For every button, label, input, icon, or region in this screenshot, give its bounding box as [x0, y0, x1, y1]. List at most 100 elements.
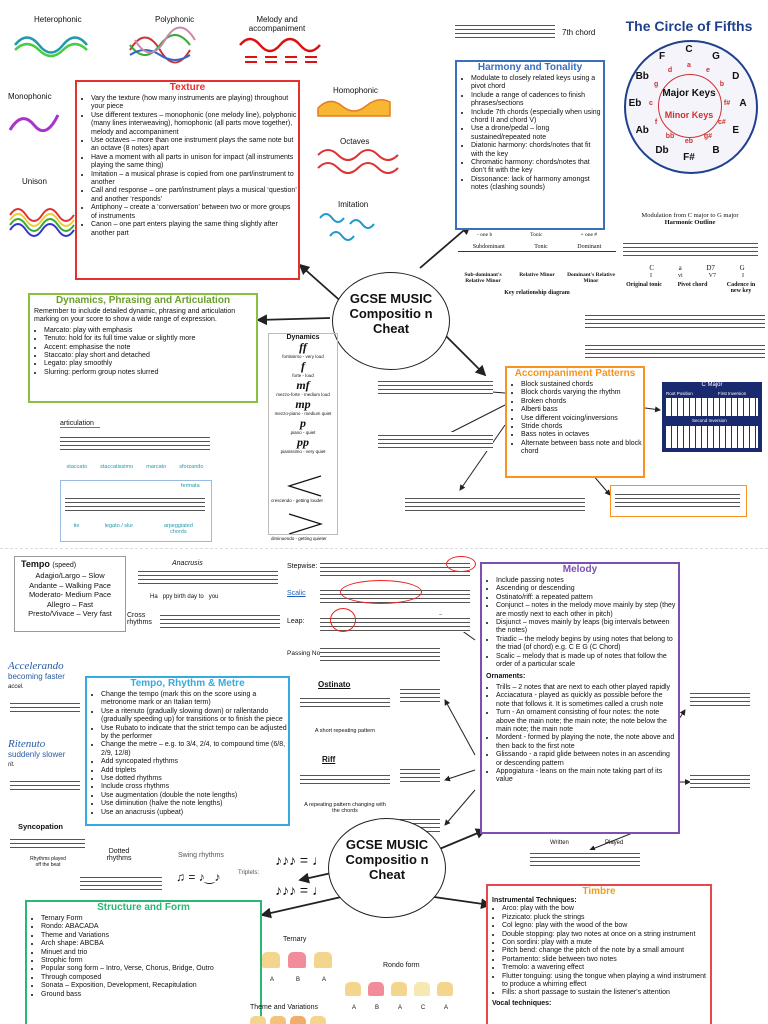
structure-item: Strophic form [41, 957, 260, 965]
accompaniment-item: Bass notes in octaves [521, 431, 643, 439]
harmony-item: Modulate to closely related keys using a… [471, 75, 603, 92]
trill-staff [400, 686, 440, 705]
imitation-label: Imitation [338, 200, 369, 209]
passing-note-staff [320, 645, 440, 662]
form-block-icon [310, 1016, 326, 1024]
chord-label: a [678, 264, 682, 272]
articulation-mark: staccato [66, 464, 88, 470]
triplet-symbol-2: ♪♪♪ = ♩ [275, 882, 326, 898]
ornament-item: Glissando - a rapid glide between notes … [496, 751, 678, 768]
ornament-item: Appogiatura - leans on the main note tak… [496, 768, 678, 785]
circle-major-key: Db [655, 144, 669, 156]
ternary-title: Ternary [283, 936, 307, 943]
dynamic-symbol: p [300, 416, 306, 430]
structure-list: Ternary Form Rondo: ABACADA Theme and Va… [27, 915, 260, 999]
tempo-rhythm-item: Include cross rhythms [101, 783, 288, 791]
tempo-term: Adagio/Largo – Slow [35, 571, 105, 580]
key-bottom-label: Relative Minor [519, 272, 555, 278]
form-block-icon [262, 952, 280, 968]
leap-staff [320, 615, 470, 632]
crescendo-label: crescendo - getting louder [271, 498, 324, 503]
circle-minor-key: eb [684, 138, 694, 145]
circle-major-key: A [739, 98, 747, 109]
caption-label: Original tonic [626, 282, 662, 288]
tempo-rhythm-item: Use dotted rhythms [101, 775, 288, 783]
passing-note-label: Passing Note: [287, 650, 328, 657]
broken-chord-image [610, 485, 747, 517]
rit-title: Ritenuto [8, 738, 46, 750]
dynamic-description: forte - loud [292, 373, 314, 378]
timbre-item: Col legno: play with the wood of the bow [502, 922, 710, 930]
dynamic-description: mezzo-piano - medium quiet [274, 411, 332, 416]
circle-major-key: F# [683, 152, 695, 163]
circle-major-key: G [712, 51, 720, 63]
numeral-label: I [649, 273, 652, 279]
structure-item: Popular song form – Intro, Verse, Chorus… [41, 965, 260, 973]
circle-minor-key: g# [703, 132, 713, 140]
polyphonic-label: Polyphonic [155, 15, 195, 24]
timbre-item: Flutter tonguing: using the tongue when … [502, 973, 710, 990]
key-top-label: + one # [580, 232, 598, 238]
texture-title: Texture [169, 82, 206, 93]
form-letter: B [295, 977, 300, 983]
structure-box: Structure and Form Ternary Form Rondo: A… [25, 900, 262, 1024]
articulation-mark: sforzando [179, 464, 204, 470]
articulation-image: articulation staccato staccatissimo marc… [60, 420, 210, 475]
ostinato-caption: A short repeating pattern [314, 728, 376, 734]
timbre-item: Tremolo: a wavering effect [502, 964, 710, 972]
form-block-icon [345, 982, 361, 996]
dynamics-box-item: Legato: play smoothly [44, 360, 256, 368]
stepwise-staff [320, 560, 470, 577]
fermata-label: fermata [181, 483, 200, 489]
hub-title-top: GCSE MUSIC Compositio n Cheat [332, 272, 450, 370]
seventh-chord-label: 7th chord [562, 28, 596, 37]
written-played-image: Written Played [530, 840, 640, 870]
scalic-highlight [340, 580, 422, 604]
score-staff-5 [585, 342, 765, 361]
key-bottom-label: Dominant's Relative Minor [567, 272, 615, 284]
accel-title: Accelerando [8, 660, 64, 672]
circle-major-key: Ab [635, 125, 649, 136]
tempo-term: Presto/Vivace – Very fast [28, 609, 112, 618]
texture-item: Canon – one part enters playing the same… [91, 221, 298, 238]
stepwise-highlight [446, 556, 476, 572]
tempo-rhythm-item: Add triplets [101, 767, 288, 775]
circle-minor-key: b [719, 81, 725, 88]
scalic-label: Scalic [287, 590, 306, 597]
accompaniment-list: Block sustained chords Block chords vary… [507, 381, 643, 457]
hub-title-bottom: GCSE MUSIC Compositio n Cheat [328, 818, 446, 918]
dynamics-box-item: Tenuto: hold for its full time value or … [44, 335, 256, 343]
swing-rhythm-symbols: ♫ = ♪‿♪ [176, 870, 221, 884]
circle-minor-key: c# [718, 119, 726, 126]
circle-major-key: E [732, 125, 740, 136]
key-top-label: - one b [476, 232, 493, 238]
tempo-rhythm-item: Change the tempo (mark this on the score… [101, 691, 288, 708]
timbre-list: Arco: play with the bow Pizzicato: pluck… [488, 905, 710, 997]
modulation-numerals: I vi V7 I [637, 273, 757, 279]
dynamics-list-title: Dynamics [286, 334, 320, 341]
circle-inner-ring [658, 74, 722, 138]
piano-first-label: First Inversion [718, 391, 747, 396]
structure-item: Sonata – Exposition, Development, Recapi… [41, 982, 260, 990]
section-divider [0, 548, 768, 549]
ostinato-title: Ostinato [318, 680, 351, 689]
riff-staff [300, 772, 390, 787]
rit-abbr: rit. [8, 762, 15, 768]
structure-item: Theme and Variations [41, 932, 260, 940]
form-letter: B [374, 1005, 379, 1011]
anacrusis-label: Anacrusis [172, 560, 203, 567]
caption-label: Cadence in new key [726, 282, 756, 294]
harmony-item: Chromatic harmony: chords/notes that don… [471, 159, 603, 176]
piano-inversions-image: C Major Root Position First Inversion Se… [662, 382, 762, 452]
heterophonic-label: Heterophonic [34, 15, 82, 24]
accompaniment-title: Accompaniment Patterns [514, 368, 636, 379]
triplets-label: Triplets: [238, 870, 260, 876]
tempo-term: Moderato- Medium Pace [28, 590, 112, 599]
ritenuto-image: Ritenuto suddenly slower rit. [8, 738, 86, 798]
tempo-rhythm-item: Use a ritenuto (gradually slowing down) … [101, 708, 288, 725]
form-letter: A [269, 977, 274, 983]
form-block-icon [391, 982, 407, 996]
numeral-label: vi [677, 273, 683, 279]
accompaniment-item: Block sustained chords [521, 381, 643, 389]
accel-abbr: accel. [8, 684, 24, 690]
